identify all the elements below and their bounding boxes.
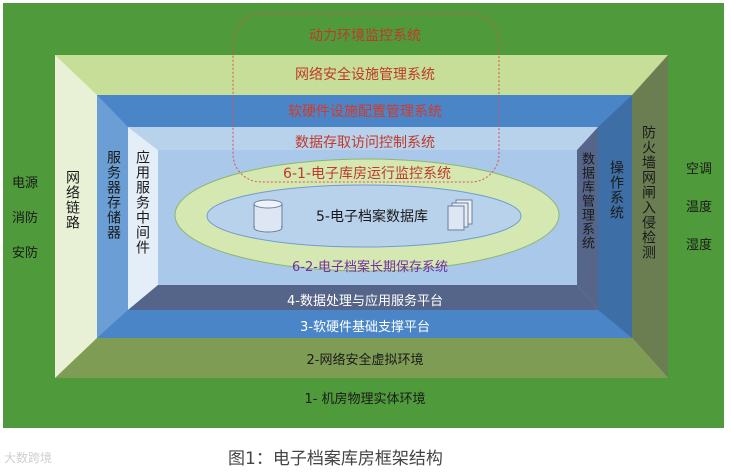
layer3-label: 3-软硬件基础支撑平台 — [300, 320, 430, 335]
layer1-label: 1- 机房物理实体环境 — [304, 392, 426, 407]
os-label: 操作系统 — [608, 160, 624, 220]
layer4-top-bevel — [128, 127, 598, 150]
layer2-left-bevel — [55, 55, 97, 378]
config-mgmt-label: 软硬件设施配置管理系统 — [288, 104, 442, 120]
access-control-label: 数据存取访问控制系统 — [295, 135, 435, 151]
fire-label: 消防 — [12, 211, 39, 226]
layer4-left-bevel — [128, 127, 158, 310]
intrusion-detection-label: 防火墙网闸入侵检测 — [640, 125, 656, 260]
humidity-label: 湿度 — [686, 238, 713, 253]
dbms-label: 数据库管理系统 — [579, 152, 594, 250]
server-storage-label: 服务器存储器 — [105, 150, 121, 240]
network-link-label: 网络链路 — [64, 170, 80, 230]
layer2-top-bevel — [55, 55, 668, 95]
long-term-label: 6-2-电子档案长期保存系统 — [292, 260, 448, 275]
layer4-bottom-bevel — [128, 285, 598, 310]
inner-ellipse — [206, 184, 522, 248]
layer2-right-bevel — [632, 55, 668, 378]
database-label: 5-电子档案数据库 — [316, 209, 428, 225]
net-security-label: 网络安全设施管理系统 — [295, 67, 435, 83]
ac-label: 空调 — [686, 162, 713, 177]
document-stack-icon — [447, 199, 473, 231]
watermark-logo: 大数跨境 — [4, 449, 52, 466]
ops-monitor-label: 6-1-电子库房运行监控系统 — [283, 166, 451, 182]
layer3-left-bevel — [97, 95, 128, 338]
layer3-right-bevel — [598, 95, 632, 338]
layer3-bottom-bevel — [97, 310, 632, 338]
control-systems-bracket — [232, 13, 500, 183]
env-monitor-label: 动力环境监控系统 — [309, 28, 421, 44]
middleware-label: 应用服务中间件 — [134, 150, 150, 255]
layer4-right-bevel — [577, 127, 598, 310]
figure-caption: 图1：电子档案库房框架结构 — [228, 449, 443, 469]
layer2-bottom-bevel — [55, 338, 668, 378]
security-label: 安防 — [12, 246, 39, 261]
temperature-label: 温度 — [686, 200, 713, 215]
layer4-label: 4-数据处理与应用服务平台 — [287, 294, 443, 309]
power-label: 电源 — [12, 176, 39, 191]
watermark-text: 大数跨境 — [4, 451, 53, 465]
layer2-label: 2-网络安全虚拟环境 — [306, 353, 424, 368]
database-cylinder-icon — [253, 199, 283, 233]
